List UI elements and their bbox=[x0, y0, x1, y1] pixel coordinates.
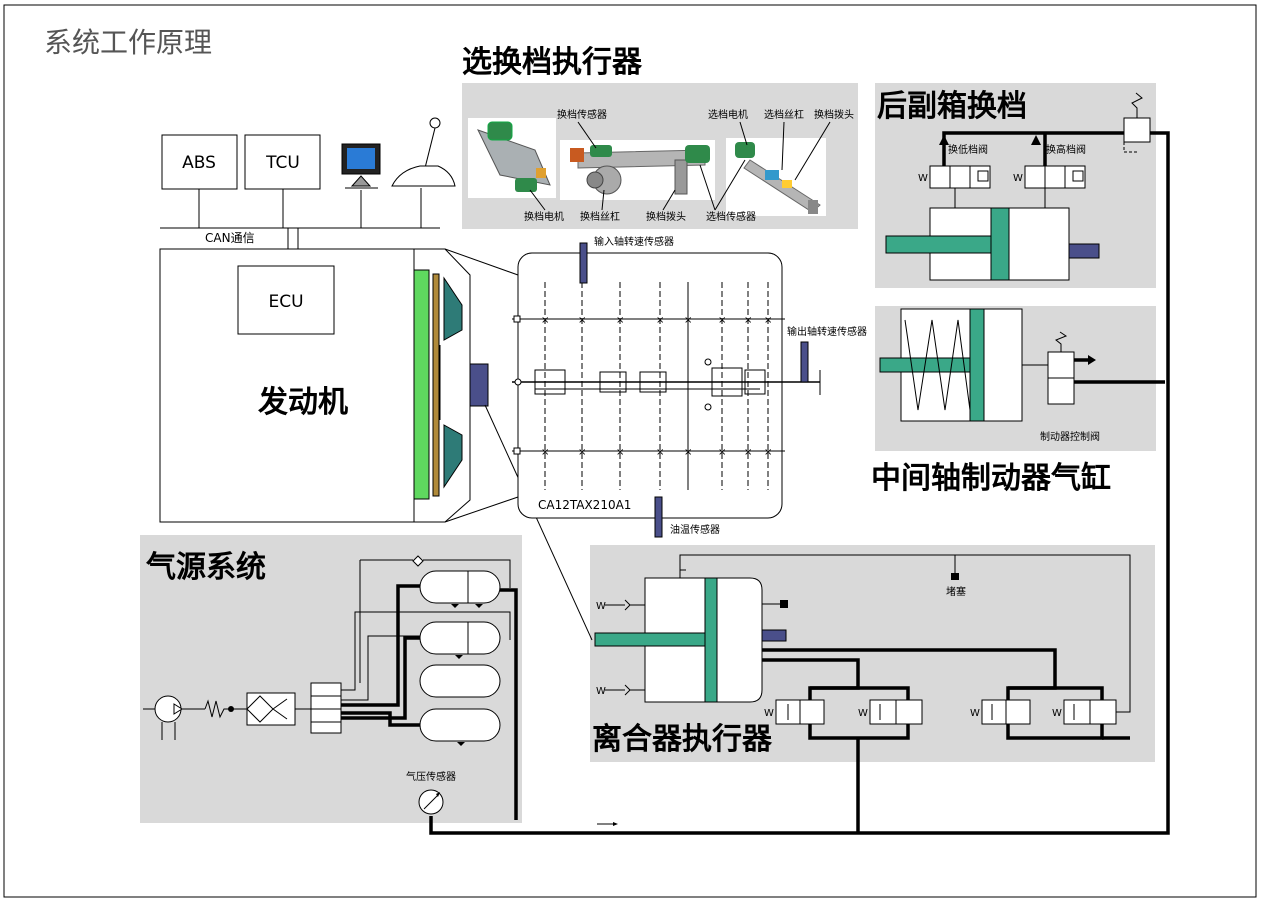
clutch-pneumatic-lines bbox=[679, 554, 1131, 833]
select-sensor-label: 选档传感器 bbox=[706, 210, 756, 223]
oil-temp-sensor-label: 油温传感器 bbox=[670, 523, 720, 536]
gear-mesh-mark: × bbox=[656, 447, 664, 458]
gear-mesh-mark: × bbox=[684, 315, 692, 326]
pressure-sensor-label: 气压传感器 bbox=[406, 770, 456, 783]
air-supply-title: 气源系统 bbox=[146, 550, 266, 585]
countershaft-brake-title: 中间轴制动器气缸 bbox=[871, 461, 1111, 496]
select-motor-label: 选档电机 bbox=[708, 108, 748, 121]
gear-mesh-mark: × bbox=[541, 315, 549, 326]
shift-sensor-top-label: 换档传感器 bbox=[557, 108, 607, 121]
page-title: 系统工作原理 bbox=[44, 26, 212, 59]
gear-mesh-mark: × bbox=[616, 447, 624, 458]
rear-aux-box-title: 后副箱换档 bbox=[877, 89, 1027, 124]
gearbox-model: CA12TAX210A1 bbox=[538, 498, 631, 512]
rear-aux-cylinder bbox=[885, 207, 1100, 281]
oil-temp-sensor bbox=[654, 496, 663, 538]
ecu-label: ECU bbox=[268, 292, 303, 312]
gear-mesh-mark: × bbox=[541, 447, 549, 458]
clutch-valve-2: W bbox=[858, 699, 923, 725]
gear-mesh-mark: × bbox=[764, 447, 772, 458]
tcu-label: TCU bbox=[265, 153, 300, 173]
low-valve-label: 换低档阀 bbox=[948, 143, 988, 156]
select-motor-illustration bbox=[726, 138, 826, 216]
brake-valve-label: 制动器控制阀 bbox=[1040, 430, 1100, 443]
gear-mesh-mark: × bbox=[578, 447, 586, 458]
rear-aux-pneumatic-lines bbox=[939, 92, 1151, 208]
shift-motor-illustration bbox=[468, 118, 556, 198]
gear-lever-icon bbox=[391, 117, 456, 187]
synchronizer bbox=[599, 371, 627, 393]
clutch-link-line bbox=[484, 404, 593, 641]
air-supply-lines bbox=[341, 131, 1170, 835]
clutch-housing bbox=[413, 248, 519, 523]
monitor-icon bbox=[341, 143, 381, 189]
gear-columns: × × × × × × × × × × × × × × × × bbox=[534, 282, 772, 490]
clutch-cylinder: W W bbox=[594, 569, 788, 703]
air-tanks bbox=[412, 555, 501, 746]
gear-mesh-mark: × bbox=[656, 315, 664, 326]
synchronizer bbox=[534, 369, 566, 395]
high-gear-valve: W bbox=[1013, 165, 1086, 189]
input-speed-sensor bbox=[579, 242, 588, 284]
shift-screw-label: 换档丝杠 bbox=[580, 210, 620, 223]
output-speed-sensor-label: 输出轴转速传感器 bbox=[787, 325, 867, 338]
shift-screw-illustration bbox=[560, 140, 715, 200]
low-gear-valve: W bbox=[918, 165, 991, 189]
ecu-box bbox=[237, 265, 335, 335]
abs-box bbox=[161, 134, 238, 190]
engine-label: 发动机 bbox=[257, 385, 348, 420]
synchronizer bbox=[639, 371, 667, 393]
synchronizer bbox=[744, 369, 766, 395]
clutch-valve-1: W bbox=[764, 699, 825, 725]
can-label: CAN通信 bbox=[205, 231, 255, 245]
input-speed-sensor-label: 输入轴转速传感器 bbox=[594, 235, 674, 248]
svg-text:W: W bbox=[1013, 173, 1023, 184]
brake-control-valve bbox=[1022, 331, 1165, 405]
clutch-actuator-title: 离合器执行器 bbox=[592, 722, 773, 757]
output-speed-sensor bbox=[800, 341, 809, 383]
gear-mesh-mark: × bbox=[718, 315, 726, 326]
compressor-symbol bbox=[143, 695, 247, 740]
plug-label: 堵塞 bbox=[946, 585, 966, 598]
gear-mesh-mark: × bbox=[578, 315, 586, 326]
svg-text:W: W bbox=[858, 708, 868, 719]
high-valve-label: 换高档阀 bbox=[1046, 143, 1086, 156]
flow-arrow-head bbox=[613, 822, 618, 826]
gear-mesh-mark: × bbox=[744, 447, 752, 458]
svg-text:W: W bbox=[970, 708, 980, 719]
select-fork-label: 换档拨头 bbox=[814, 108, 854, 121]
gear-mesh-mark: × bbox=[764, 315, 772, 326]
gearshift-actuator-title: 选换档执行器 bbox=[462, 45, 643, 80]
svg-text:W: W bbox=[764, 708, 774, 719]
abs-label: ABS bbox=[182, 153, 216, 173]
gear-mesh-mark: × bbox=[684, 447, 692, 458]
svg-text:W: W bbox=[1052, 708, 1062, 719]
air-filter-symbol bbox=[246, 692, 311, 726]
shift-motor-label: 换档电机 bbox=[524, 210, 564, 223]
select-screw-label: 选档丝杠 bbox=[764, 108, 804, 121]
clutch-valve-4: W bbox=[1052, 699, 1117, 725]
brake-cylinder bbox=[879, 308, 1023, 422]
outer-frame bbox=[3, 4, 1257, 898]
gear-mesh-mark: × bbox=[744, 315, 752, 326]
synchronizer bbox=[711, 367, 743, 397]
gear-mesh-mark: × bbox=[718, 447, 726, 458]
svg-text:W: W bbox=[596, 601, 606, 612]
manifold-block bbox=[310, 682, 342, 734]
gearshift-leader-lines bbox=[529, 121, 831, 211]
tcu-box bbox=[244, 134, 321, 190]
shift-fork-label: 换档拨头 bbox=[646, 210, 686, 223]
clutch-valve-3: W bbox=[970, 699, 1031, 725]
gear-mesh-mark: × bbox=[616, 315, 624, 326]
svg-text:W: W bbox=[918, 173, 928, 184]
pressure-gauge-icon bbox=[418, 789, 444, 815]
svg-text:W: W bbox=[596, 686, 606, 697]
